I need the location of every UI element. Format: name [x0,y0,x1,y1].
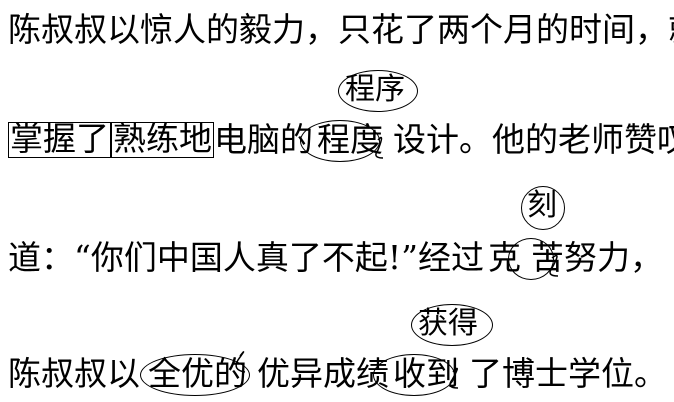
text-line-3: 道：“你们中国人真了不起!”经过克苦努力， [8,236,663,280]
text-line-2: 掌握了熟练地电脑的程度设计。他的老师赞叹 [8,118,674,162]
circled-word-3-text: 全优的 [148,354,247,393]
boxed-phrase-1: 掌握了 [8,119,111,158]
circled-word-3-ellipse [140,354,250,396]
circled-word-1: 程度 [317,118,383,162]
line-2-text-a: 电脑的 [214,120,313,159]
circled-word-2: 克 [488,236,521,280]
correction-note-3-oval [411,304,493,346]
correction-note-2-oval [521,186,565,230]
line-3-text-a: 道：“你们中国人真了不起!”经过 [8,238,485,277]
line-2-text-b: 设计。他的老师赞叹 [393,120,674,159]
line-4-text-a: 陈叔叔以 [8,354,140,393]
circled-word-4-text: 收到 [393,354,459,393]
line-1-text: 陈叔叔以惊人的毅力，只花了两个月的时间，就 [8,10,674,49]
text-line-1: 陈叔叔以惊人的毅力，只花了两个月的时间，就 [8,8,674,52]
line-4-text-c: 了博士学位。 [469,354,667,393]
circled-word-3: 全优的 [148,352,247,396]
line-4-text-b: 优异成绩 [257,354,389,393]
circled-word-2-text: 克 [488,238,522,277]
correction-note-1-oval [338,70,418,112]
boxed-phrase-2: 熟练地 [111,119,214,158]
circled-word-4: 收到 [393,352,459,396]
text-line-4: 陈叔叔以全优的优异成绩收到了博士学位。 [8,352,667,396]
circled-word-1-text: 程度 [317,120,383,159]
